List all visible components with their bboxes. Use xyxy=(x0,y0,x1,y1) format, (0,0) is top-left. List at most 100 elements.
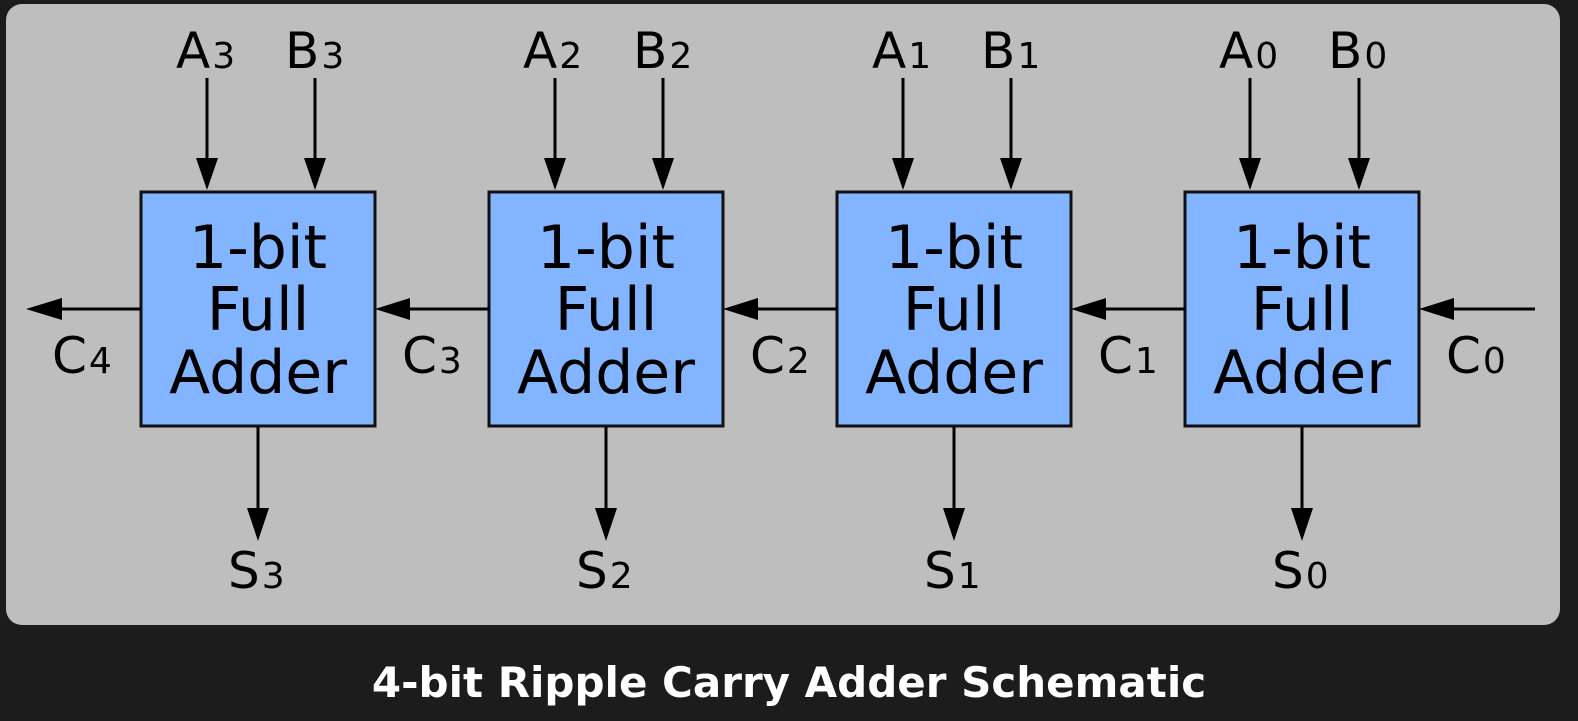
input-b3-sub: 3 xyxy=(321,36,344,77)
input-a3-arrow xyxy=(196,158,218,190)
input-b3-base: B xyxy=(285,22,319,80)
output-s2-label: S2 xyxy=(576,542,633,600)
input-a3-base: A xyxy=(176,22,210,80)
output-s0-arrow xyxy=(1291,508,1313,541)
full-adder-2-label-line-2: Full xyxy=(555,275,658,345)
output-s0-label: S0 xyxy=(1272,542,1329,600)
carry-c0-base: C xyxy=(1446,327,1481,385)
input-a0-base: A xyxy=(1219,22,1253,80)
output-s2-sub: 2 xyxy=(610,556,633,597)
carry-c4-label: C4 xyxy=(52,327,112,385)
full-adder-1: 1-bit Full Adder xyxy=(835,190,1073,428)
output-s0: S0 xyxy=(1272,426,1329,600)
full-adder-3-box xyxy=(139,190,377,428)
carry-c4-arrow xyxy=(26,298,62,320)
full-adder-2: 1-bit Full Adder xyxy=(487,190,725,428)
input-a0-label: A0 xyxy=(1219,22,1278,80)
full-adder-1-label-line-2: Full xyxy=(903,275,1006,345)
input-a2-arrow xyxy=(544,158,566,190)
full-adder-0-box xyxy=(1183,190,1421,428)
output-s0-sub: 0 xyxy=(1306,556,1329,597)
carry-c1-base: C xyxy=(1098,327,1133,385)
carry-c0: C0 xyxy=(1419,298,1535,385)
input-b2-arrow xyxy=(652,158,674,190)
input-b2-base: B xyxy=(633,22,667,80)
output-s2-arrow xyxy=(595,508,617,541)
carry-c3-base: C xyxy=(402,327,437,385)
input-a3: A3 xyxy=(176,22,235,190)
full-adder-3: 1-bit Full Adder xyxy=(139,190,377,428)
output-s1-label: S1 xyxy=(924,542,981,600)
full-adder-2-label-line-1: 1-bit xyxy=(537,213,675,283)
output-s3-label: S3 xyxy=(228,542,285,600)
output-s0-base: S xyxy=(1272,542,1304,600)
input-a2-base: A xyxy=(523,22,557,80)
full-adder-0-label-line-3: Adder xyxy=(1213,338,1391,408)
carry-c4-base: C xyxy=(52,327,87,385)
carry-c4: C4 xyxy=(26,298,141,385)
full-adder-1-label-line-1: 1-bit xyxy=(885,213,1023,283)
output-s3-sub: 3 xyxy=(262,556,285,597)
carry-c3-sub: 3 xyxy=(439,341,462,382)
input-a3-sub: 3 xyxy=(212,36,235,77)
full-adder-3-label-line-3: Adder xyxy=(169,338,347,408)
input-a2-sub: 2 xyxy=(559,36,582,77)
output-s1-sub: 1 xyxy=(958,556,981,597)
carry-c0-arrow xyxy=(1419,298,1454,320)
carry-c0-sub: 0 xyxy=(1483,341,1506,382)
input-b3-label: B3 xyxy=(285,22,344,80)
input-a0: A0 xyxy=(1219,22,1278,190)
input-b1: B1 xyxy=(981,22,1040,190)
full-adder-3-label-line-1: 1-bit xyxy=(189,213,327,283)
carry-c2-sub: 2 xyxy=(787,341,810,382)
carry-c2: C2 xyxy=(723,298,837,385)
output-s3: S3 xyxy=(228,426,285,600)
full-adder-0-label-line-2: Full xyxy=(1251,275,1354,345)
output-s3-base: S xyxy=(228,542,260,600)
full-adder-3-label-line-2: Full xyxy=(207,275,310,345)
carry-c1-label: C1 xyxy=(1098,327,1158,385)
input-a3-label: A3 xyxy=(176,22,235,80)
input-b2-sub: 2 xyxy=(669,36,692,77)
output-s1-base: S xyxy=(924,542,956,600)
input-b0: B0 xyxy=(1328,22,1387,190)
carry-c1-arrow xyxy=(1071,298,1106,320)
carry-c2-base: C xyxy=(750,327,785,385)
input-a1-base: A xyxy=(872,22,906,80)
carry-c3-label: C3 xyxy=(402,327,462,385)
input-a0-arrow xyxy=(1239,158,1261,190)
output-s1: S1 xyxy=(924,426,981,600)
carry-c3: C3 xyxy=(375,298,489,385)
input-b2: B2 xyxy=(633,22,692,190)
carry-c0-label: C0 xyxy=(1446,327,1506,385)
input-a2-label: A2 xyxy=(523,22,582,80)
input-b1-sub: 1 xyxy=(1017,36,1040,77)
input-b0-arrow xyxy=(1348,158,1370,190)
input-a1-sub: 1 xyxy=(908,36,931,77)
full-adder-2-label-line-3: Adder xyxy=(517,338,695,408)
full-adder-0: 1-bit Full Adder xyxy=(1183,190,1421,428)
input-b1-base: B xyxy=(981,22,1015,80)
carry-c4-sub: 4 xyxy=(89,341,112,382)
full-adder-2-box xyxy=(487,190,725,428)
input-b0-label: B0 xyxy=(1328,22,1387,80)
input-b1-arrow xyxy=(1000,158,1022,190)
full-adder-0-label-line-1: 1-bit xyxy=(1233,213,1371,283)
output-s2-base: S xyxy=(576,542,608,600)
input-a1-arrow xyxy=(892,158,914,190)
input-a1: A1 xyxy=(872,22,931,190)
carry-c2-label: C2 xyxy=(750,327,810,385)
figure-caption: 4-bit Ripple Carry Adder Schematic xyxy=(371,658,1207,707)
input-b0-base: B xyxy=(1328,22,1362,80)
input-b1-label: B1 xyxy=(981,22,1040,80)
input-b3: B3 xyxy=(285,22,344,190)
carry-c3-arrow xyxy=(375,298,410,320)
input-a2: A2 xyxy=(523,22,582,190)
input-b3-arrow xyxy=(304,158,326,190)
input-b0-sub: 0 xyxy=(1364,36,1387,77)
carry-c2-arrow xyxy=(723,298,758,320)
output-s1-arrow xyxy=(943,508,965,541)
input-a0-sub: 0 xyxy=(1255,36,1278,77)
